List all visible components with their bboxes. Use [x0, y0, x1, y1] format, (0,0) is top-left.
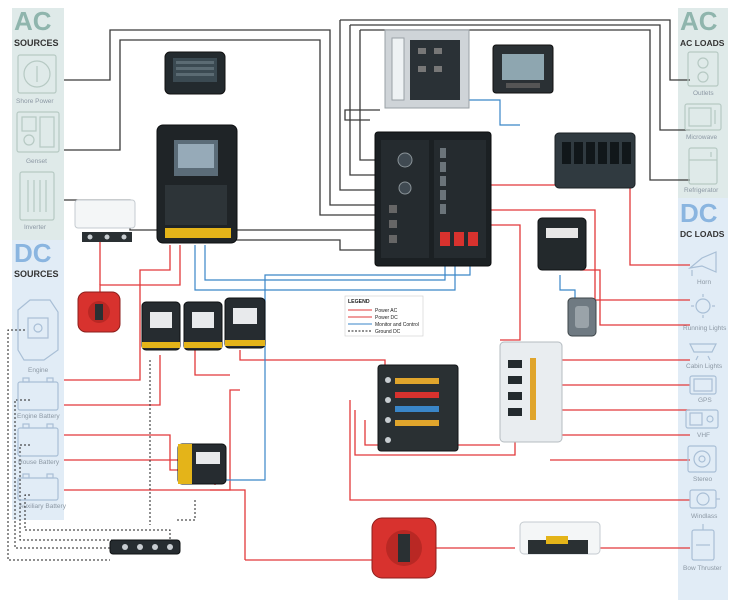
charge-relay — [177, 443, 227, 485]
outlets-icon — [687, 51, 719, 87]
engine-icon — [17, 299, 59, 361]
engine-battery-caption: Engine Battery — [17, 413, 60, 420]
battery-switch-main — [371, 517, 437, 579]
refrigerator-caption: Refrigerator — [684, 187, 719, 194]
microwave-caption: Microwave — [686, 134, 717, 141]
clear-fuse-block — [499, 341, 563, 443]
ac-loads-label: AC LOADS — [680, 38, 725, 48]
shore-power-icon — [17, 54, 57, 94]
engine-caption: Engine — [28, 367, 49, 374]
fuse-holder-covered — [519, 521, 601, 555]
monitor-display — [492, 44, 554, 94]
bow-thruster-caption: Bow Thruster — [683, 565, 722, 572]
shore-power-caption: Shore Power — [16, 98, 54, 105]
ac-loads-band — [678, 8, 728, 198]
genset-icon — [16, 111, 60, 153]
battery-isolator-3 — [224, 297, 266, 349]
dimmer-module — [537, 217, 587, 271]
ac-meter-panel — [384, 29, 470, 109]
engine-battery-icon — [17, 377, 59, 411]
horn-caption: Horn — [697, 279, 711, 286]
bus-bar-covered — [74, 199, 136, 242]
windlass-caption: Windlass — [691, 513, 718, 520]
legend-item-power-ac: Power AC — [375, 308, 398, 314]
dc-sources-label: SOURCES — [14, 269, 59, 279]
wires-monitor — [194, 99, 576, 481]
windlass-icon — [689, 489, 720, 509]
auxiliary-battery-caption: Auxiliary Battery — [19, 503, 67, 510]
ac-sources-band — [12, 8, 64, 240]
gps-icon — [689, 375, 717, 395]
gps-caption: GPS — [698, 397, 712, 404]
running-lights-icon — [691, 294, 715, 318]
stereo-caption: Stereo — [693, 476, 713, 483]
main-distribution-panel — [374, 131, 492, 267]
vhf-icon — [685, 409, 719, 429]
dc-loads-label: DC LOADS — [680, 229, 725, 239]
ground-bus-bar — [109, 539, 181, 555]
ac-sources-big: AC — [14, 6, 52, 36]
auxiliary-battery-icon — [17, 473, 59, 501]
fuse-block — [377, 364, 459, 452]
dc-loads-big: DC — [680, 198, 718, 228]
horn-icon — [687, 251, 717, 276]
battery-isolator-1 — [141, 301, 181, 351]
house-battery-icon — [17, 423, 59, 457]
vhf-caption: VHF — [697, 432, 710, 439]
battery-switch-small — [77, 291, 121, 333]
battery-charger — [156, 124, 238, 244]
house-battery-caption: House Battery — [18, 459, 60, 466]
battery-isolator-2 — [183, 301, 223, 351]
stereo-icon — [687, 445, 717, 473]
inverter-caption: Inverter — [24, 224, 47, 231]
dc-sources-big: DC — [14, 238, 52, 268]
legend-title: LEGEND — [348, 299, 370, 305]
legend-item-ground: Ground DC — [375, 329, 401, 335]
cabin-lights-caption: Cabin Lights — [686, 363, 723, 370]
dc-sources-band — [12, 240, 64, 520]
wires-ground — [7, 329, 196, 561]
cabin-lights-icon — [689, 343, 717, 361]
running-lights-caption: Running Lights — [683, 325, 727, 332]
microwave-icon — [684, 103, 722, 131]
legend: LEGEND Power AC Power DC Monitor and Con… — [344, 295, 424, 337]
legend-item-monitor: Monitor and Control — [375, 322, 419, 328]
outlets-caption: Outlets — [693, 90, 714, 97]
genset-caption: Genset — [26, 158, 47, 165]
inverter-icon — [19, 171, 55, 221]
bow-thruster-icon — [691, 524, 715, 561]
ac-sources-label: SOURCES — [14, 38, 59, 48]
refrigerator-icon — [688, 147, 718, 185]
dimmer-knob — [567, 297, 597, 337]
charger-display-panel — [164, 51, 226, 95]
legend-item-power-dc: Power DC — [375, 315, 398, 321]
ac-loads-big: AC — [680, 6, 718, 36]
switch-panel — [554, 132, 636, 189]
